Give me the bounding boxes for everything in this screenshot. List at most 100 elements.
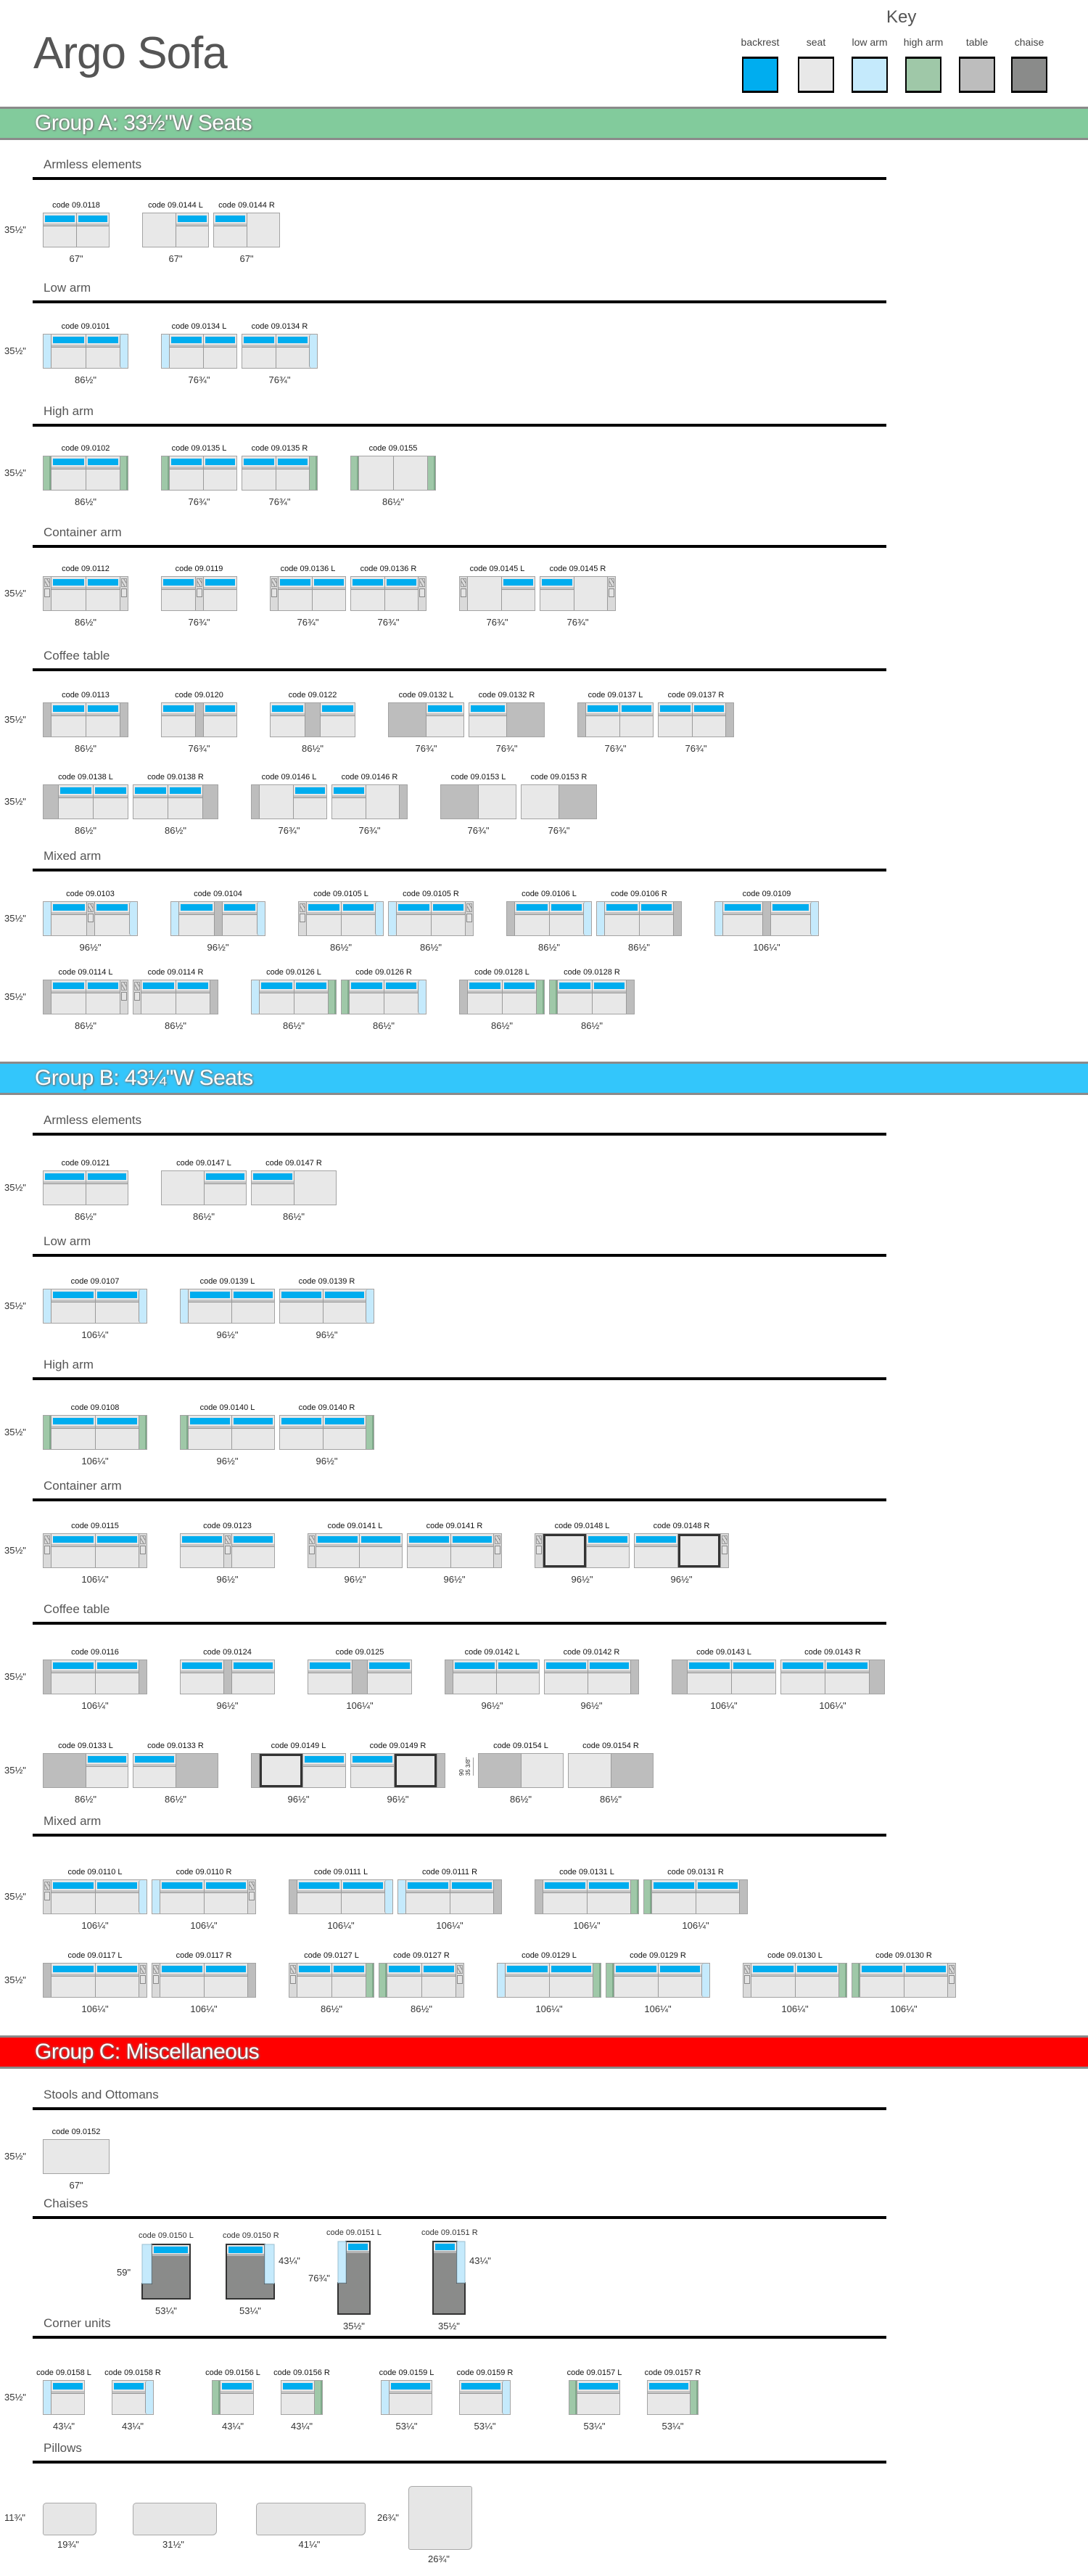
- low-arm-segment: [139, 1289, 147, 1323]
- element-code: code 09.0120: [175, 691, 223, 700]
- element-code: code 09.0146 R: [341, 773, 398, 782]
- high-arm-segment: [366, 1964, 374, 1997]
- element-code: code 09.0144 L: [148, 201, 203, 210]
- seat-with-backrest-segment: [405, 1880, 450, 1913]
- element-diagram: [180, 1289, 275, 1324]
- element-width: 86½": [302, 743, 323, 754]
- section-title: Container arm: [44, 1479, 122, 1493]
- element-diagram: [852, 1963, 956, 1998]
- key-item-chaise: chaise: [1004, 36, 1055, 93]
- high-arm-segment: [120, 456, 128, 490]
- element-width: 106¼": [819, 1700, 846, 1711]
- element-diagram: [133, 1753, 218, 1788]
- element-depth: 76¾": [308, 2273, 330, 2284]
- seat-with-backrest-segment: [384, 577, 419, 610]
- element-width: 86½": [628, 942, 650, 953]
- seat-with-backrest-segment: [657, 1964, 702, 1997]
- element-code: code 09.0134 R: [251, 322, 308, 331]
- seat-with-backrest-segment: [168, 785, 202, 819]
- container-arm-segment: [308, 1534, 316, 1567]
- element-diagram: [43, 1660, 147, 1694]
- element-diagram: [251, 1170, 337, 1205]
- element-width: 106¼": [327, 1920, 355, 1931]
- framed-seat-segment: [393, 1754, 437, 1787]
- seat-with-backrest-segment: [383, 980, 419, 1014]
- element-width: 76¾": [415, 743, 437, 754]
- low-arm-segment: [375, 902, 383, 935]
- section-divider: [33, 1254, 886, 1257]
- seat-with-backrest-segment: [242, 335, 276, 368]
- low-arm-segment: [181, 1289, 188, 1323]
- key-label: backrest: [741, 36, 780, 48]
- high-arm-segment: [366, 1416, 374, 1449]
- element-width: 76¾": [278, 825, 300, 836]
- seat-segment: [259, 785, 293, 819]
- seat-with-backrest-segment: [93, 785, 128, 819]
- element-width: 76¾": [548, 825, 570, 836]
- element-code: code 09.0138 R: [147, 773, 204, 782]
- section-divider: [33, 1133, 886, 1136]
- element-code: code 09.0103: [66, 890, 115, 898]
- element-diagram: [279, 1415, 374, 1450]
- element-code: code 09.0144 R: [218, 201, 275, 210]
- seat-with-backrest-segment: [271, 703, 305, 737]
- table-arm-segment: [44, 1964, 51, 1997]
- table-arm-segment: [535, 1880, 543, 1913]
- seat-with-backrest-segment: [94, 902, 130, 935]
- seat-with-backrest-segment: [278, 577, 312, 610]
- element-diagram: [270, 576, 346, 611]
- low-arm-segment: [152, 1880, 160, 1913]
- element-code: code 09.0146 L: [261, 773, 317, 782]
- element-code: code 09.0153 L: [450, 773, 506, 782]
- element-width: 86½": [581, 1020, 603, 1031]
- seat-with-backrest-segment: [591, 980, 627, 1014]
- seat-with-backrest-segment: [687, 1660, 731, 1694]
- element-width: 86½": [420, 942, 442, 953]
- high-arm-segment: [351, 456, 358, 490]
- element-diagram: [540, 576, 616, 611]
- element-diagram: [43, 1415, 147, 1450]
- depth-label: 35½": [4, 2151, 26, 2162]
- key-item-table: table: [952, 36, 1002, 93]
- seat-with-backrest-segment: [540, 577, 574, 610]
- element-code: code 09.0145 R: [549, 565, 606, 573]
- element-diagram: [407, 1533, 502, 1568]
- element-code: code 09.0117 L: [67, 1951, 123, 1960]
- element-code: code 09.0157 L: [566, 2368, 622, 2377]
- pillow: [256, 2503, 366, 2535]
- chaise-diagram: [226, 2244, 275, 2300]
- table-segment: [559, 785, 596, 819]
- group-banner: Group C: Miscellaneous: [0, 2035, 1088, 2069]
- element-code: code 09.0130 L: [767, 1951, 823, 1960]
- element-code: code 09.0136 L: [280, 565, 336, 573]
- depth-label: 35½": [4, 1671, 26, 1682]
- section-title: High arm: [44, 1358, 94, 1371]
- element-width: 43¼": [222, 2421, 244, 2432]
- framed-seat-segment: [677, 1534, 721, 1567]
- seat-with-backrest-segment: [460, 2381, 502, 2414]
- table-arm-segment: [437, 1754, 445, 1787]
- element-width: 106¼": [81, 1574, 109, 1585]
- seat-with-backrest-segment: [548, 902, 584, 935]
- seat-with-backrest-segment: [781, 1660, 825, 1694]
- high-arm-segment: [427, 456, 435, 490]
